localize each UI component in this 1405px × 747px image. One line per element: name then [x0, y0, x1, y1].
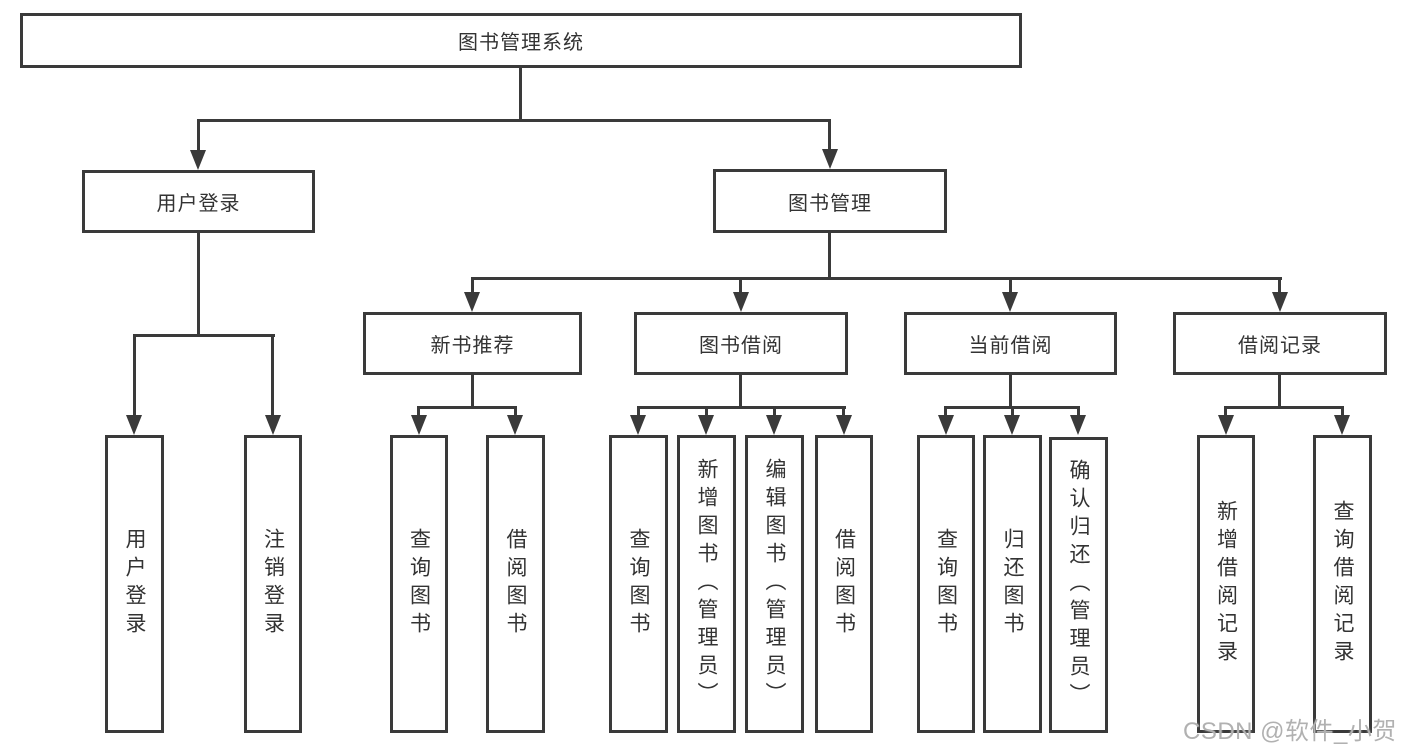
- leaf-user-login: 用户登录: [105, 435, 164, 733]
- connector-line: [637, 406, 846, 409]
- connector-line: [1341, 406, 1344, 418]
- connector-line: [1077, 406, 1080, 418]
- node-user-login: 用户登录: [82, 170, 315, 233]
- connector-line: [1278, 277, 1281, 294]
- connector-line: [1278, 375, 1281, 409]
- arrowhead-icon: [190, 150, 206, 170]
- connector-line: [471, 277, 474, 294]
- arrowhead-icon: [1004, 415, 1020, 435]
- connector-line: [1009, 375, 1012, 409]
- connector-line: [828, 233, 831, 280]
- leaf-search-books-current: 查询图书: [917, 435, 975, 733]
- connector-line: [1011, 406, 1014, 418]
- node-new-book-recommend: 新书推荐: [363, 312, 582, 375]
- node-borrowing-records: 借阅记录: [1173, 312, 1387, 375]
- arrowhead-icon: [698, 415, 714, 435]
- leaf-return-books: 归还图书: [983, 435, 1042, 733]
- arrowhead-icon: [507, 415, 523, 435]
- connector-line: [197, 233, 200, 337]
- arrowhead-icon: [1070, 415, 1086, 435]
- arrowhead-icon: [1334, 415, 1350, 435]
- arrowhead-icon: [126, 415, 142, 435]
- connector-line: [519, 68, 522, 122]
- connector-line: [271, 334, 274, 417]
- connector-line: [1224, 406, 1344, 409]
- arrowhead-icon: [1272, 292, 1288, 312]
- connector-line: [133, 334, 136, 417]
- connector-line: [1224, 406, 1227, 418]
- leaf-borrow-books: 借阅图书: [815, 435, 873, 733]
- leaf-edit-books-admin: 编辑图书（管理员）: [745, 435, 804, 733]
- connector-line: [1009, 277, 1012, 294]
- connector-line: [773, 406, 776, 418]
- arrowhead-icon: [1002, 292, 1018, 312]
- arrowhead-icon: [836, 415, 852, 435]
- leaf-search-books-borrow: 查询图书: [609, 435, 668, 733]
- arrowhead-icon: [766, 415, 782, 435]
- node-library-system: 图书管理系统: [20, 13, 1022, 68]
- connector-line: [514, 406, 517, 418]
- connector-line: [471, 375, 474, 409]
- leaf-add-books-admin: 新增图书（管理员）: [677, 435, 736, 733]
- connector-line: [828, 119, 831, 150]
- connector-line: [842, 406, 845, 418]
- connector-line: [197, 119, 831, 122]
- connector-line: [471, 277, 1282, 280]
- connector-line: [944, 406, 947, 418]
- node-current-borrowing: 当前借阅: [904, 312, 1117, 375]
- arrowhead-icon: [411, 415, 427, 435]
- leaf-confirm-return-admin: 确认归还（管理员）: [1049, 437, 1108, 733]
- connector-line: [417, 406, 516, 409]
- arrowhead-icon: [464, 292, 480, 312]
- node-book-borrowing: 图书借阅: [634, 312, 848, 375]
- leaf-logout: 注销登录: [244, 435, 302, 733]
- arrowhead-icon: [630, 415, 646, 435]
- connector-line: [739, 277, 742, 294]
- leaf-search-borrow-record: 查询借阅记录: [1313, 435, 1372, 733]
- arrowhead-icon: [265, 415, 281, 435]
- connector-line: [705, 406, 708, 418]
- connector-line: [739, 375, 742, 409]
- leaf-search-books-recommend: 查询图书: [390, 435, 448, 733]
- arrowhead-icon: [938, 415, 954, 435]
- leaf-add-borrow-record: 新增借阅记录: [1197, 435, 1255, 733]
- leaf-borrow-books-recommend: 借阅图书: [486, 435, 545, 733]
- node-book-management: 图书管理: [713, 169, 947, 233]
- csdn-watermark: CSDN @软件_小贺同学: [1183, 718, 1397, 745]
- connector-line: [133, 334, 275, 337]
- connector-line: [197, 119, 200, 152]
- arrowhead-icon: [733, 292, 749, 312]
- connector-line: [637, 406, 640, 418]
- connector-line: [417, 406, 420, 418]
- arrowhead-icon: [822, 149, 838, 169]
- arrowhead-icon: [1218, 415, 1234, 435]
